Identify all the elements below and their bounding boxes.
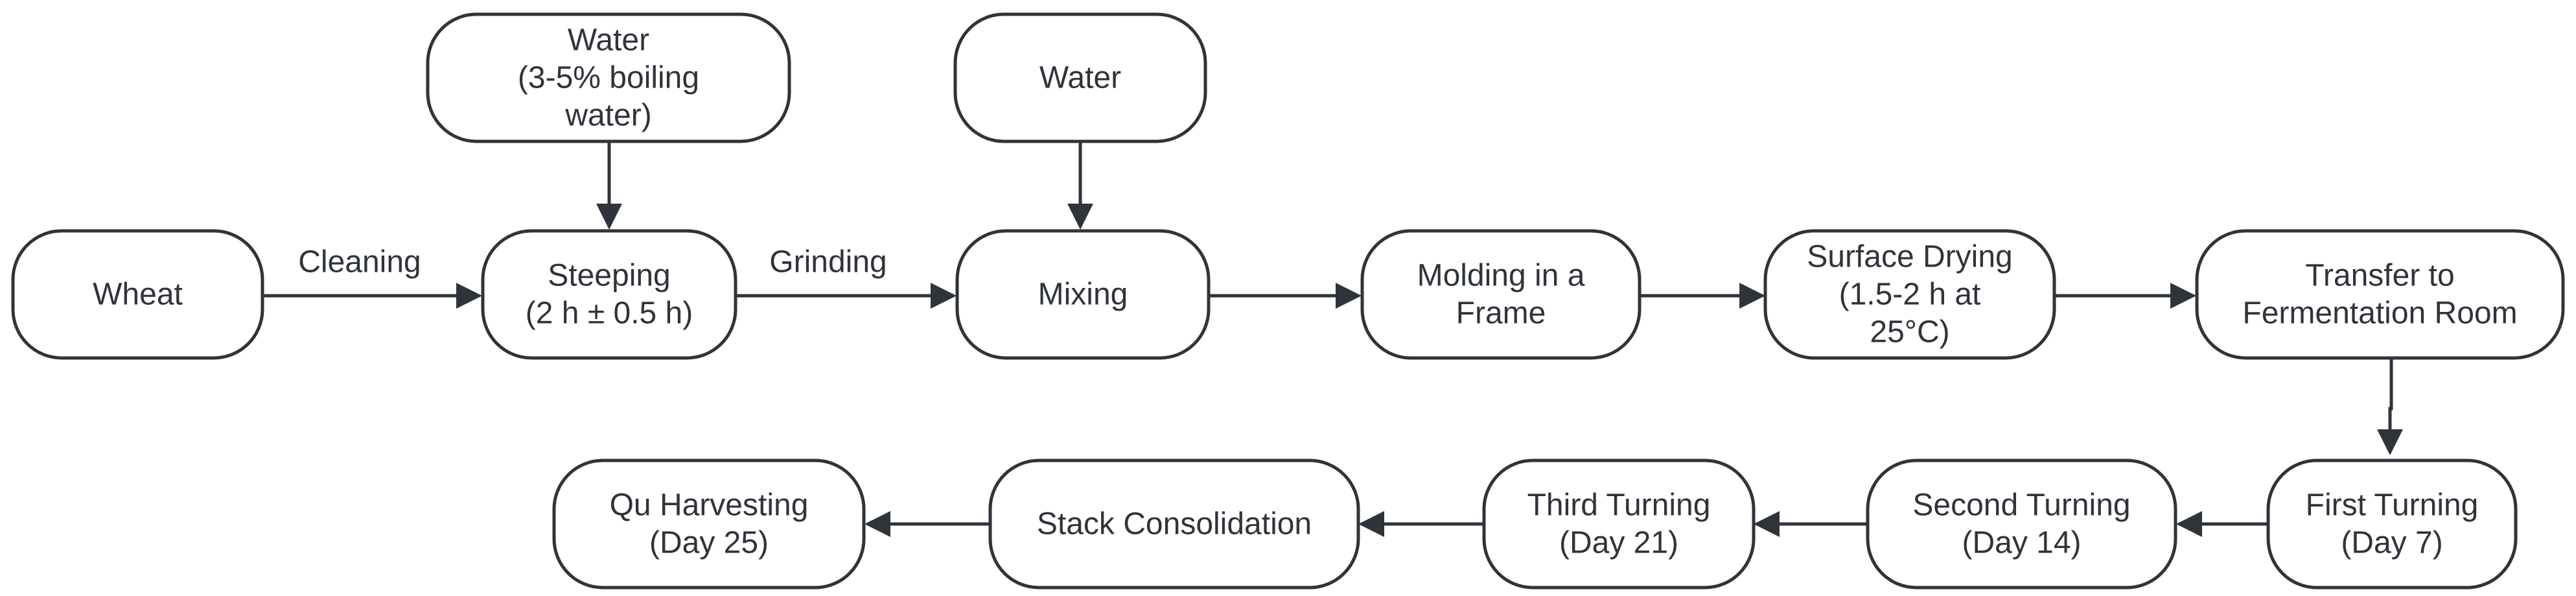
node-label-line: Water	[568, 23, 649, 58]
node-label-line: (Day 21)	[1559, 526, 1678, 560]
node-box	[481, 229, 737, 360]
node-label-line: Transfer to	[2305, 259, 2454, 293]
node-second-turning: Second Turning(Day 14)	[1866, 459, 2177, 590]
node-label-line: Fermentation Room	[2242, 296, 2517, 331]
node-box	[1360, 229, 1642, 360]
node-third-turning: Third Turning(Day 21)	[1482, 459, 1756, 590]
node-label-line: (1.5-2 h at	[1839, 278, 1981, 312]
node-label-line: (2 h ± 0.5 h)	[526, 296, 693, 331]
edge-label-grinding: Grinding	[769, 245, 887, 280]
node-box	[11, 229, 264, 360]
arrow-transfer-to-first-turning	[2377, 357, 2403, 455]
node-box	[552, 459, 866, 590]
node-label-line: water)	[564, 99, 651, 133]
node-label-line: (3-5% boiling	[518, 61, 699, 95]
node-label-line: (Day 14)	[1962, 526, 2081, 560]
node-box	[2195, 229, 2565, 360]
node-label-line: Mixing	[1038, 278, 1128, 312]
node-box	[1763, 229, 2056, 360]
node-water-mixing: Water	[953, 12, 1207, 143]
node-box	[1482, 459, 1756, 590]
node-box	[2266, 459, 2518, 590]
edge-label-cleaning: Cleaning	[298, 245, 421, 280]
node-label-line: Qu Harvesting	[610, 488, 809, 523]
node-box	[988, 459, 1360, 590]
node-label-line: Third Turning	[1527, 488, 1711, 523]
node-water-boiling: Water(3-5% boiling water)	[426, 12, 791, 143]
node-wheat: Wheat	[11, 229, 264, 360]
node-label-line: First Turning	[2306, 488, 2479, 523]
node-label-line: Steeping	[548, 259, 671, 293]
node-mixing: Mixing	[955, 229, 1211, 360]
node-label-line: 25°C)	[1870, 315, 1949, 350]
node-stack-consolidation: Stack Consolidation	[988, 459, 1360, 590]
node-box	[1866, 459, 2177, 590]
node-label-line: Surface Drying	[1807, 240, 2012, 274]
node-label-line: Water	[1039, 61, 1121, 95]
node-steeping: Steeping(2 h ± 0.5 h)	[481, 229, 737, 360]
node-label-line: Stack Consolidation	[1037, 507, 1312, 542]
node-box	[955, 229, 1211, 360]
connector-arrows	[262, 141, 2403, 537]
node-label-line: Molding in a	[1417, 259, 1585, 293]
node-label-line: (Day 25)	[649, 526, 769, 560]
node-label-line: Frame	[1456, 296, 1546, 331]
node-label-line: (Day 7)	[2341, 526, 2443, 560]
node-box	[953, 12, 1207, 143]
node-first-turning: First Turning(Day 7)	[2266, 459, 2518, 590]
node-label-line: Wheat	[93, 278, 183, 312]
node-box	[426, 12, 791, 143]
node-label-line: Second Turning	[1912, 488, 2130, 523]
node-qu-harvesting: Qu Harvesting(Day 25)	[552, 459, 866, 590]
